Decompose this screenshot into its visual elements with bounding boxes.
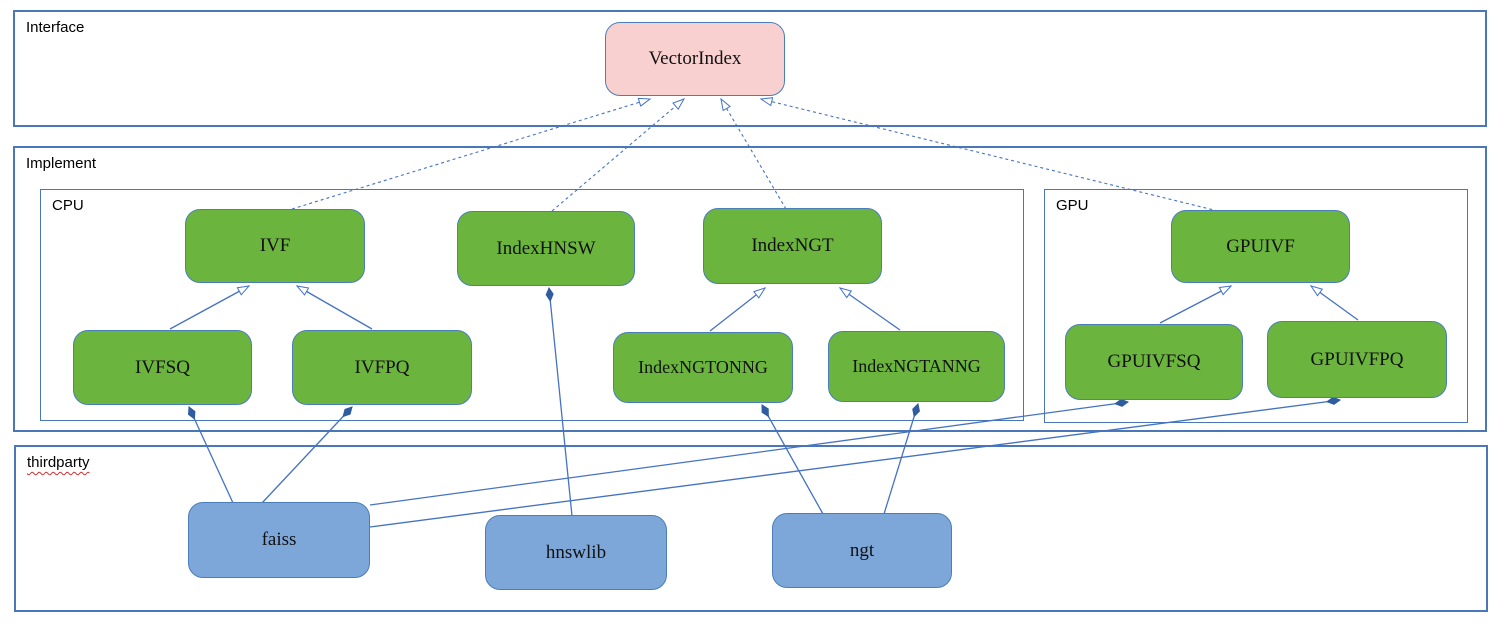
node-indexhnsw-label: IndexHNSW [496,237,596,259]
node-indexngt[interactable]: IndexNGT [703,208,882,284]
node-ivf-label: IVF [259,235,291,256]
node-indexngtanng-label: IndexNGTANNG [852,356,981,376]
node-gpuivf-label: GPUIVF [1226,235,1295,257]
node-gpuivfsq[interactable]: GPUIVFSQ [1065,324,1243,400]
node-ivfpq[interactable]: IVFPQ [292,330,472,405]
node-ivfsq-label: IVFSQ [135,356,190,378]
node-hnswlib-label: hnswlib [545,541,607,563]
container-gpu-label: GPU [1056,197,1089,214]
node-indexngtanng[interactable]: IndexNGTANNG [828,331,1005,402]
node-indexngt-label: IndexNGT [751,235,834,256]
node-ivfpq-label: IVFPQ [354,356,410,378]
node-ngt[interactable]: ngt [772,513,952,588]
node-gpuivfpq[interactable]: GPUIVFPQ [1267,321,1447,398]
container-cpu-label: CPU [52,197,84,214]
node-faiss[interactable]: faiss [188,502,370,578]
node-vectorindex[interactable]: VectorIndex [605,22,785,96]
node-indexhnsw[interactable]: IndexHNSW [457,211,635,286]
node-faiss-label: faiss [261,529,297,550]
node-gpuivf[interactable]: GPUIVF [1171,210,1350,283]
node-indexngtonng-label: IndexNGTONNG [638,357,768,377]
node-ngt-label: ngt [849,539,875,561]
node-vectorindex-label: VectorIndex [648,48,742,69]
node-gpuivfpq-label: GPUIVFPQ [1310,348,1404,370]
node-ivf[interactable]: IVF [185,209,365,283]
node-ivfsq[interactable]: IVFSQ [73,330,252,405]
node-hnswlib[interactable]: hnswlib [485,515,667,590]
container-thirdparty-label: thirdparty [27,454,90,471]
container-implement-label: Implement [26,155,97,172]
node-indexngtonng[interactable]: IndexNGTONNG [613,332,793,403]
node-gpuivfsq-label: GPUIVFSQ [1107,351,1201,372]
container-interface-label: Interface [26,19,85,36]
